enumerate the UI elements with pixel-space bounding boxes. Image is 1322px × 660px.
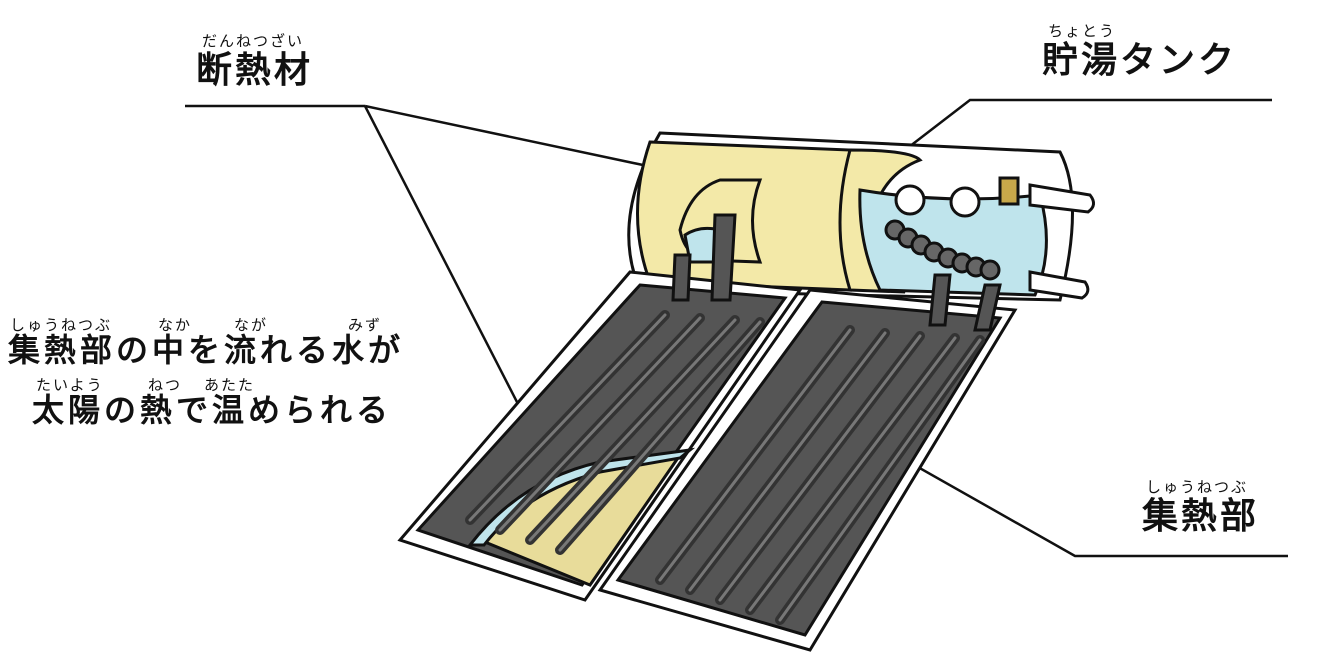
storage-tank-ruby: ちょとう (1048, 22, 1117, 40)
ruby-item: みず (348, 316, 383, 334)
insulation-ruby: だんねつざい (202, 32, 305, 50)
ruby-item: しゅうねつぶ (10, 316, 113, 334)
ruby-item: なか (158, 316, 193, 334)
inlet-pipe (1028, 270, 1090, 300)
ruby-item: たいよう (36, 376, 104, 394)
explanation-line1-ruby: しゅうねつぶ なか なが みず (8, 314, 428, 334)
collector-label: しゅうねつぶ 集熱部 (1142, 476, 1259, 537)
float-ball (894, 184, 926, 216)
storage-tank-label: ちょとう 貯湯タンク (1042, 20, 1237, 81)
riser-pipes (671, 213, 1002, 332)
ruby-item: なが (234, 316, 269, 334)
heater-coil (884, 219, 1001, 281)
valve (998, 176, 1020, 206)
ruby-item: ねつ (148, 376, 183, 394)
explanation-line1: 集熱部の中を流れる水が (8, 331, 405, 369)
collector-ruby: しゅうねつぶ (1146, 478, 1249, 496)
explanation-label: しゅうねつぶ なか なが みず 集熱部の中を流れる水が たいよう ねつ あたた … (8, 314, 428, 428)
ruby-item: あたた (204, 376, 256, 394)
storage-tank-drawing (627, 131, 1095, 302)
insulation-label: だんねつざい 断熱材 (196, 30, 313, 91)
explanation-line2: 太陽の熱で温められる (32, 391, 393, 429)
collector-tubes-highlight (468, 313, 982, 622)
collector-text: 集熱部 (1142, 496, 1260, 537)
insulation-text: 断熱材 (196, 50, 314, 91)
collector-panels (397, 270, 1018, 652)
storage-tank-text: 貯湯タンク (1042, 40, 1238, 81)
insulation-leader-tank (364, 104, 691, 177)
outlet-pipe (1028, 183, 1095, 214)
explanation-line2-ruby: たいよう ねつ あたた (8, 374, 428, 394)
tank-leader (904, 98, 1272, 151)
float-ball (949, 186, 981, 218)
